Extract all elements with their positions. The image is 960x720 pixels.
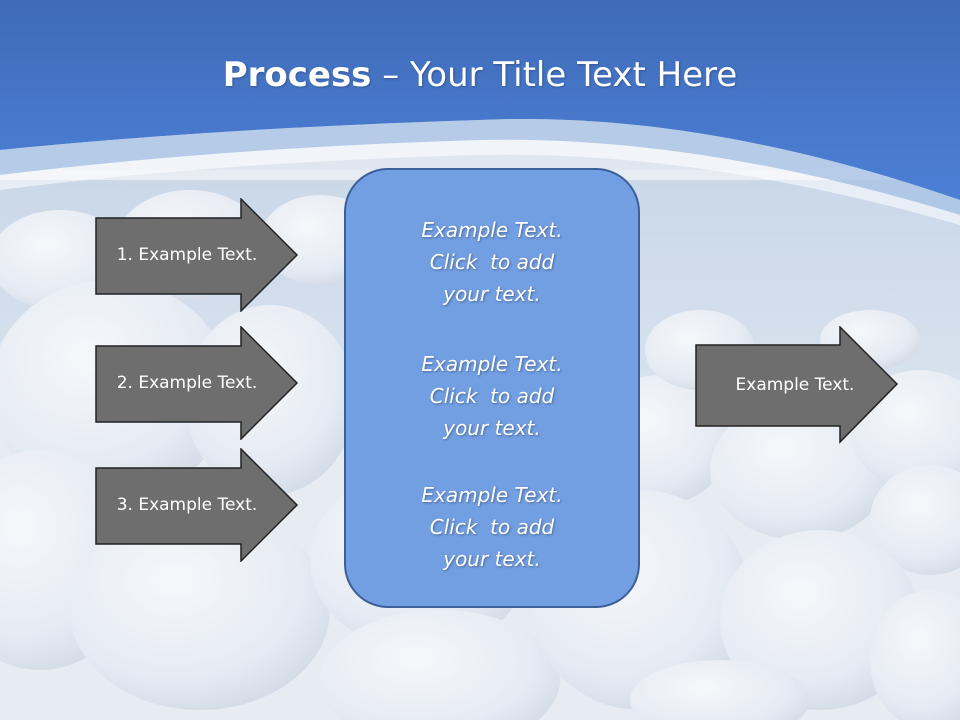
center-line: Click to add: [429, 250, 555, 274]
arrow-step-3: 3. Example Text.: [95, 448, 299, 562]
arrow-step-1: 1. Example Text.: [95, 198, 299, 312]
center-line: Click to add: [429, 384, 555, 408]
center-line: your text.: [443, 547, 541, 571]
center-text-block-1: Example Text. Click to add your text.: [346, 214, 638, 310]
center-text-box[interactable]: Example Text. Click to add your text. Ex…: [344, 168, 640, 608]
arrow-shape: [95, 448, 299, 562]
center-text-block-2: Example Text. Click to add your text.: [346, 348, 638, 444]
arrow-label: Example Text.: [735, 375, 855, 395]
slide-title: Process – Your Title Text Here: [0, 52, 960, 98]
arrow-shape: [695, 326, 899, 444]
center-line: Example Text.: [421, 352, 563, 376]
center-line: Click to add: [429, 515, 555, 539]
arrow-label: 2. Example Text.: [116, 373, 258, 393]
center-line: your text.: [443, 416, 541, 440]
center-line: Example Text.: [421, 483, 563, 507]
title-bold: Process: [222, 55, 372, 95]
arrow-shape: [95, 198, 299, 312]
center-line: Example Text.: [421, 218, 563, 242]
arrow-output: Example Text.: [695, 326, 899, 444]
arrow-label: 3. Example Text.: [116, 495, 258, 515]
arrow-shape: [95, 326, 299, 440]
arrow-label: 1. Example Text.: [116, 245, 258, 265]
arrow-step-2: 2. Example Text.: [95, 326, 299, 440]
center-text-block-3: Example Text. Click to add your text.: [346, 479, 638, 575]
title-rest: – Your Title Text Here: [371, 55, 738, 95]
center-line: your text.: [443, 282, 541, 306]
